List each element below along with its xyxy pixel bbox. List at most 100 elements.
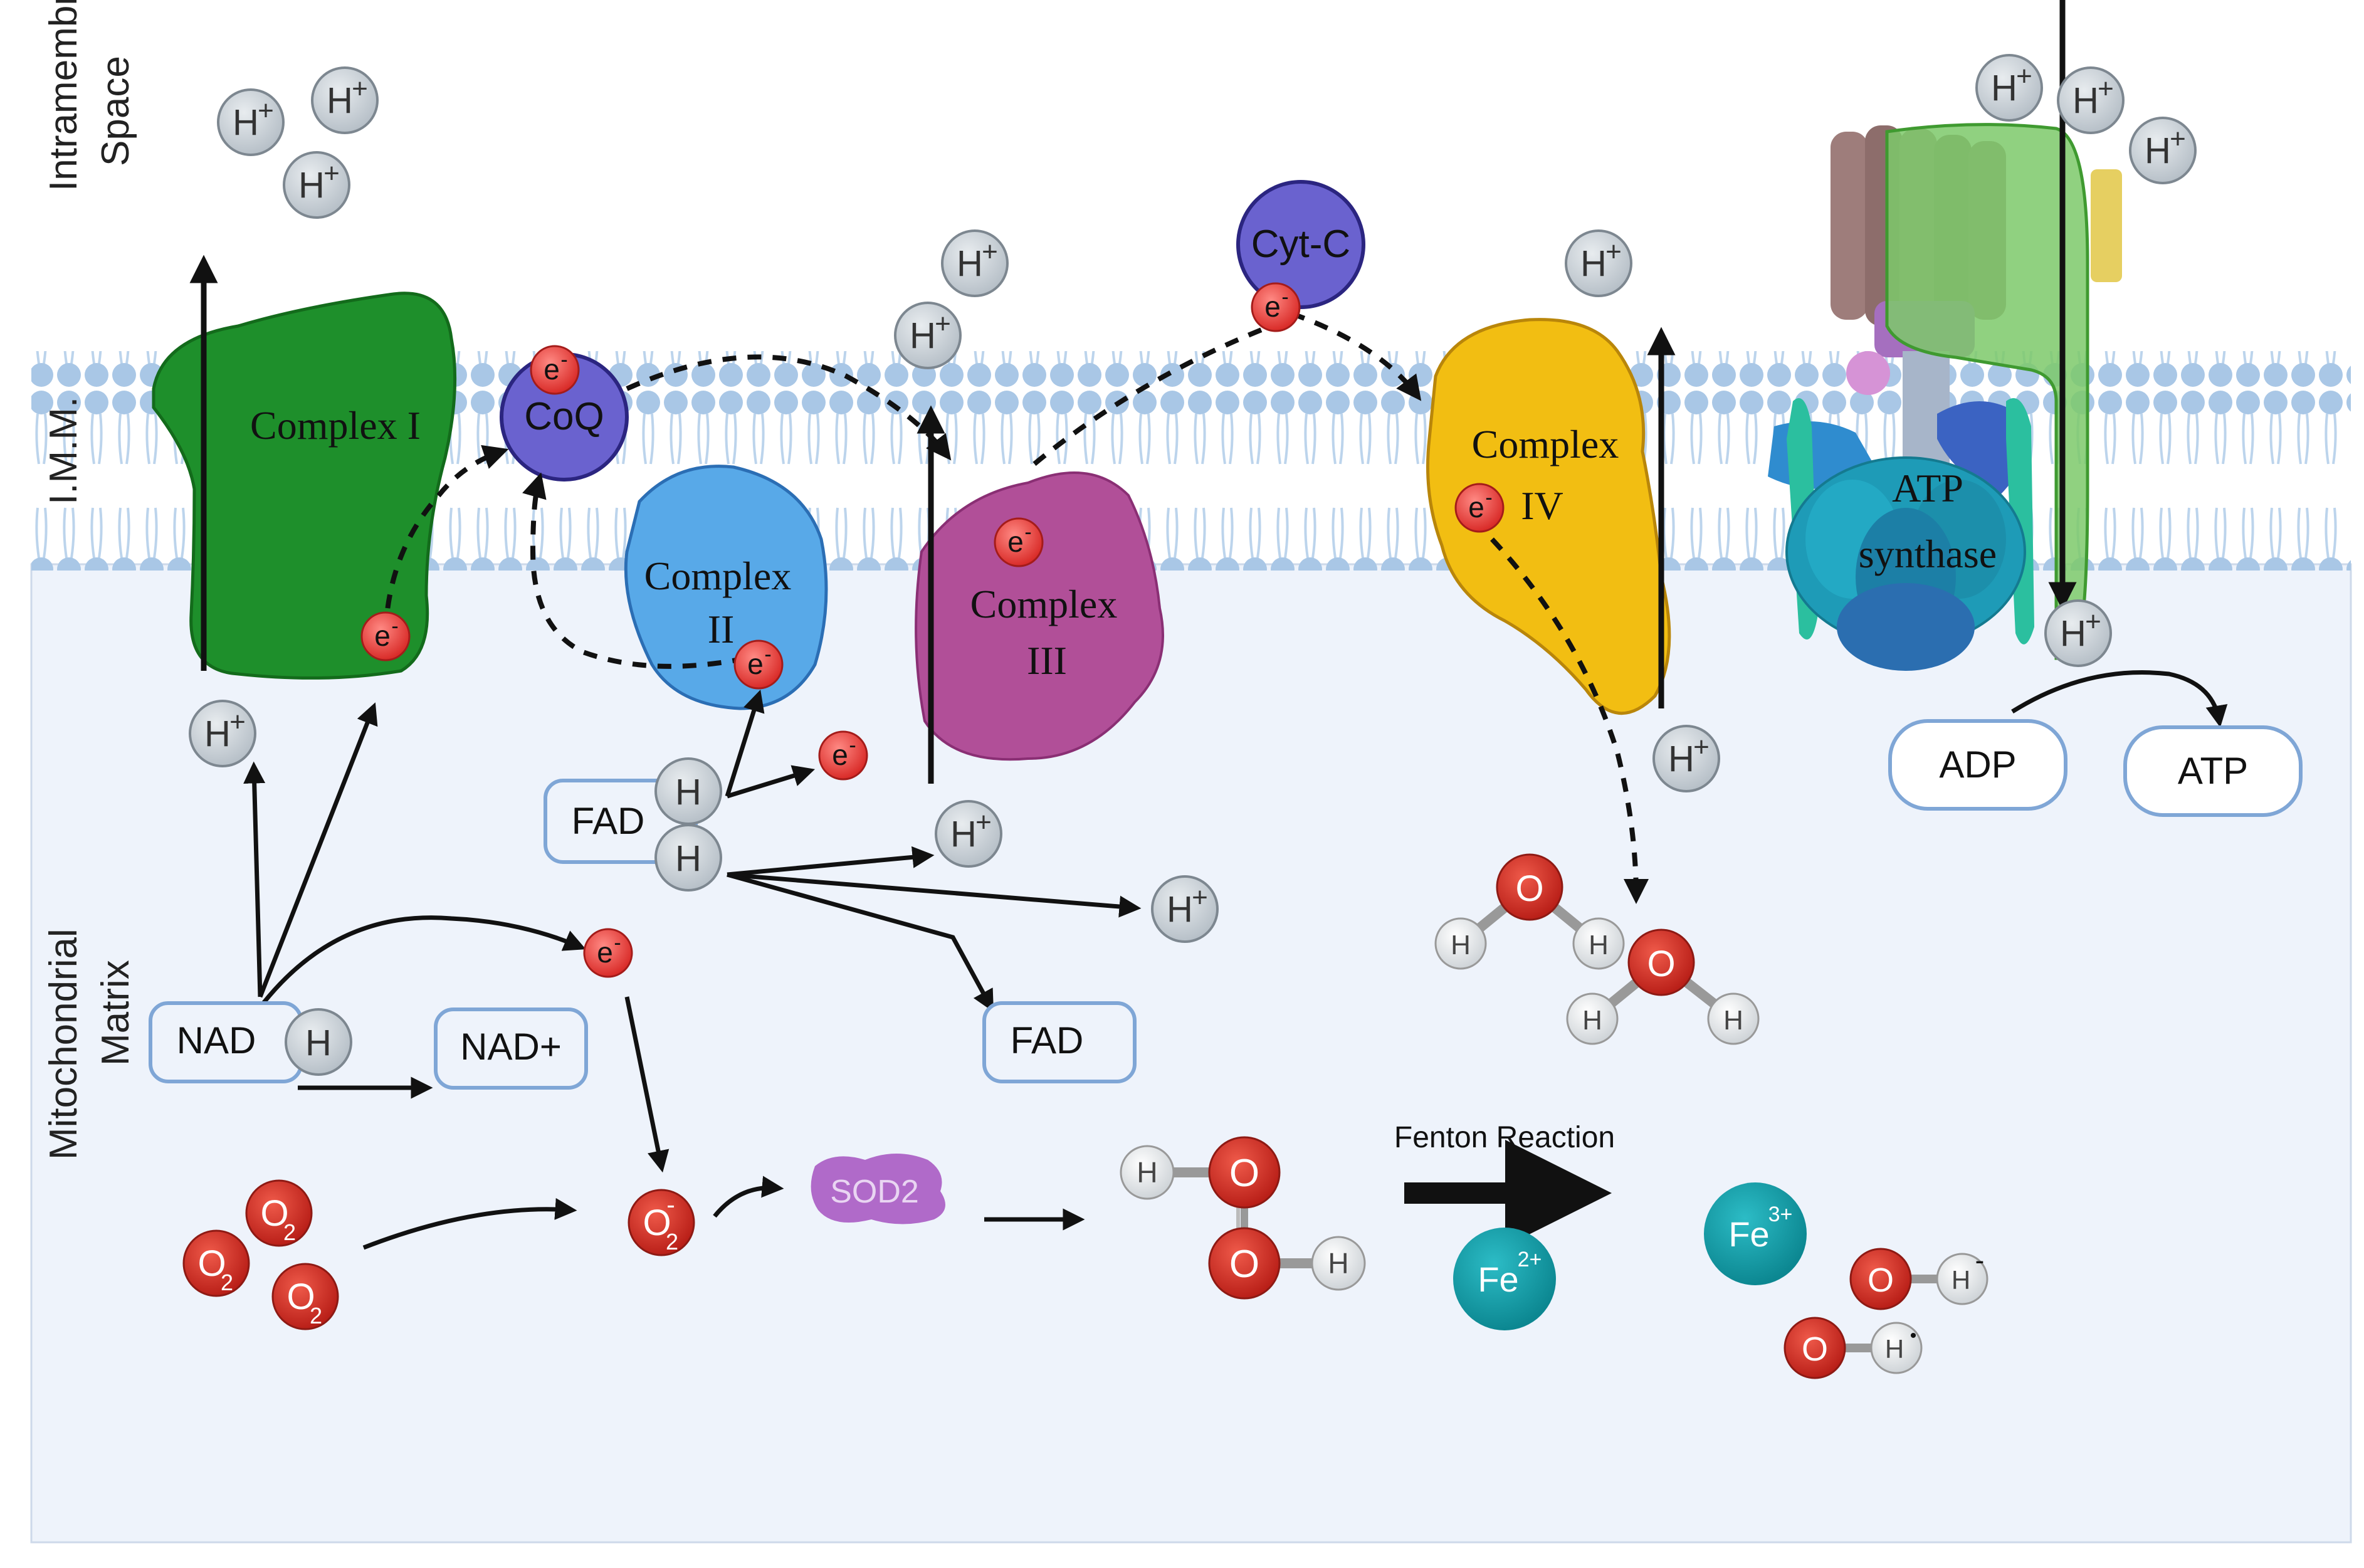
proton-13: H+ (1652, 725, 1720, 792)
svg-text:+: + (352, 73, 368, 104)
svg-text:H: H (950, 814, 977, 855)
svg-text:+: + (1693, 732, 1710, 762)
nadplus-box (434, 1008, 588, 1090)
proton-5: H+ (894, 302, 962, 369)
fadh-hydrogen-2-symbol: H (675, 838, 701, 879)
electron-1: e- (360, 611, 411, 661)
adp-box (1888, 719, 2067, 811)
svg-text:O: O (1868, 1261, 1894, 1299)
proton-10: H+ (189, 700, 256, 767)
electron-path-coq-to-complex-iii (626, 354, 952, 461)
svg-text:Fe: Fe (1478, 1260, 1518, 1299)
proton-1: H+ (217, 88, 285, 156)
imm-label: I.M.M. (42, 397, 85, 505)
svg-text:+: + (2170, 124, 2186, 154)
complex-iv (1426, 318, 1671, 715)
proton-3: H+ (283, 151, 350, 219)
svg-text:e: e (374, 619, 391, 652)
fad-label: FAD (1011, 1019, 1084, 1061)
proton-7: H+ (1975, 54, 2043, 122)
svg-text:-: - (1485, 486, 1492, 510)
complex-iii-label-1: Complex (970, 582, 1118, 626)
oxygen-molecule-2: O 2 (182, 1229, 250, 1297)
svg-text:Space: Space (94, 56, 137, 166)
ferric-iron: Fe 3+ (1704, 1182, 1807, 1285)
svg-text:O: O (1515, 868, 1543, 909)
mitochondrial-matrix-label: Mitochondrial Matrix (42, 929, 137, 1160)
adp-to-atp-arrow (2011, 670, 2228, 728)
svg-text:-: - (1024, 520, 1031, 544)
electron-8: e- (583, 928, 633, 978)
svg-text:H: H (1137, 1156, 1157, 1189)
svg-text:•: • (1910, 1325, 1917, 1346)
proton-11: H+ (935, 800, 1002, 868)
svg-text:H: H (1589, 930, 1609, 960)
fadh-to-proton-arrow-1 (727, 846, 935, 877)
svg-text:-: - (391, 614, 398, 638)
svg-text:O: O (260, 1193, 288, 1234)
ferrous-iron: Fe 2+ (1453, 1228, 1556, 1330)
hydrogen-peroxide: O O H H (1120, 1136, 1366, 1300)
svg-text:O: O (643, 1202, 671, 1243)
proton-6: H+ (1565, 229, 1632, 297)
nad-label: NAD (177, 1019, 256, 1061)
hydroxyl-radical: O H • (1784, 1317, 1923, 1379)
svg-text:-: - (666, 1191, 675, 1219)
svg-text:O: O (1229, 1243, 1259, 1286)
complex-ii-label-2: II (708, 607, 735, 651)
svg-text:H: H (1328, 1247, 1348, 1280)
svg-text:O: O (1229, 1152, 1259, 1195)
nadplus-label: NAD+ (460, 1026, 562, 1068)
electron-path-complex-ii-to-coq (522, 472, 747, 669)
svg-text:H: H (1580, 243, 1607, 284)
svg-text:e: e (1007, 525, 1024, 558)
svg-text:2: 2 (310, 1303, 322, 1329)
electron-2: e- (530, 345, 580, 395)
proton-14: H+ (2044, 599, 2112, 667)
svg-text:2+: 2+ (1518, 1248, 1542, 1271)
water-molecule-1: O H H (1434, 853, 1625, 970)
fadh-hydrogen-1-symbol: H (675, 772, 701, 813)
superoxide-to-sod2-arrow (713, 1176, 784, 1218)
svg-text:e: e (832, 739, 848, 771)
svg-text:Mitochondrial: Mitochondrial (42, 929, 85, 1160)
svg-text:Intramembrane: Intramembrane (42, 0, 85, 191)
svg-text:e: e (544, 353, 560, 386)
electron-6: e- (1251, 282, 1301, 332)
svg-text:H: H (1723, 1005, 1743, 1036)
fad-box (982, 1001, 1137, 1083)
electron-5: e- (994, 517, 1044, 567)
svg-text:e: e (597, 936, 613, 969)
mitochondrial-matrix-bg (30, 563, 2352, 1544)
coq-label: CoQ (524, 395, 604, 438)
svg-text:H: H (1952, 1265, 1970, 1295)
electron-path-cyt-c-to-complex-iv (1290, 311, 1422, 401)
svg-text:+: + (323, 158, 340, 189)
electron-7: e- (1454, 483, 1505, 533)
proton-12: H+ (1151, 875, 1219, 943)
svg-text:+: + (1192, 882, 1208, 913)
proton-8: H+ (2057, 66, 2125, 134)
svg-text:-: - (849, 734, 856, 757)
svg-text:+: + (2085, 606, 2101, 637)
svg-text:O: O (286, 1276, 315, 1317)
atp-synthase (1768, 123, 2122, 671)
fadh-to-proton-arrow-2 (727, 872, 1142, 918)
fadh-to-complex-ii-arrow (725, 689, 765, 797)
svg-text:+: + (229, 707, 246, 737)
svg-text:O: O (197, 1243, 226, 1284)
electron-3: e- (733, 639, 784, 690)
svg-text:H: H (1451, 930, 1471, 960)
complex-iv-label-1: Complex (1472, 422, 1619, 466)
atp-label: ATP (2178, 750, 2248, 792)
proton-9: H+ (2129, 117, 2197, 184)
svg-text:e: e (747, 648, 764, 680)
svg-text:H: H (1582, 1005, 1602, 1036)
complex-i (152, 292, 457, 680)
svg-text:H: H (1668, 739, 1694, 779)
nadh-to-electron-arrow (258, 702, 378, 998)
adp-label: ADP (1939, 744, 2016, 786)
electron-path-complex-iii-to-cyt-c (1032, 320, 1280, 466)
cyt-c-carrier (1236, 180, 1365, 309)
cyt-c-label: Cyt-C (1251, 223, 1350, 266)
